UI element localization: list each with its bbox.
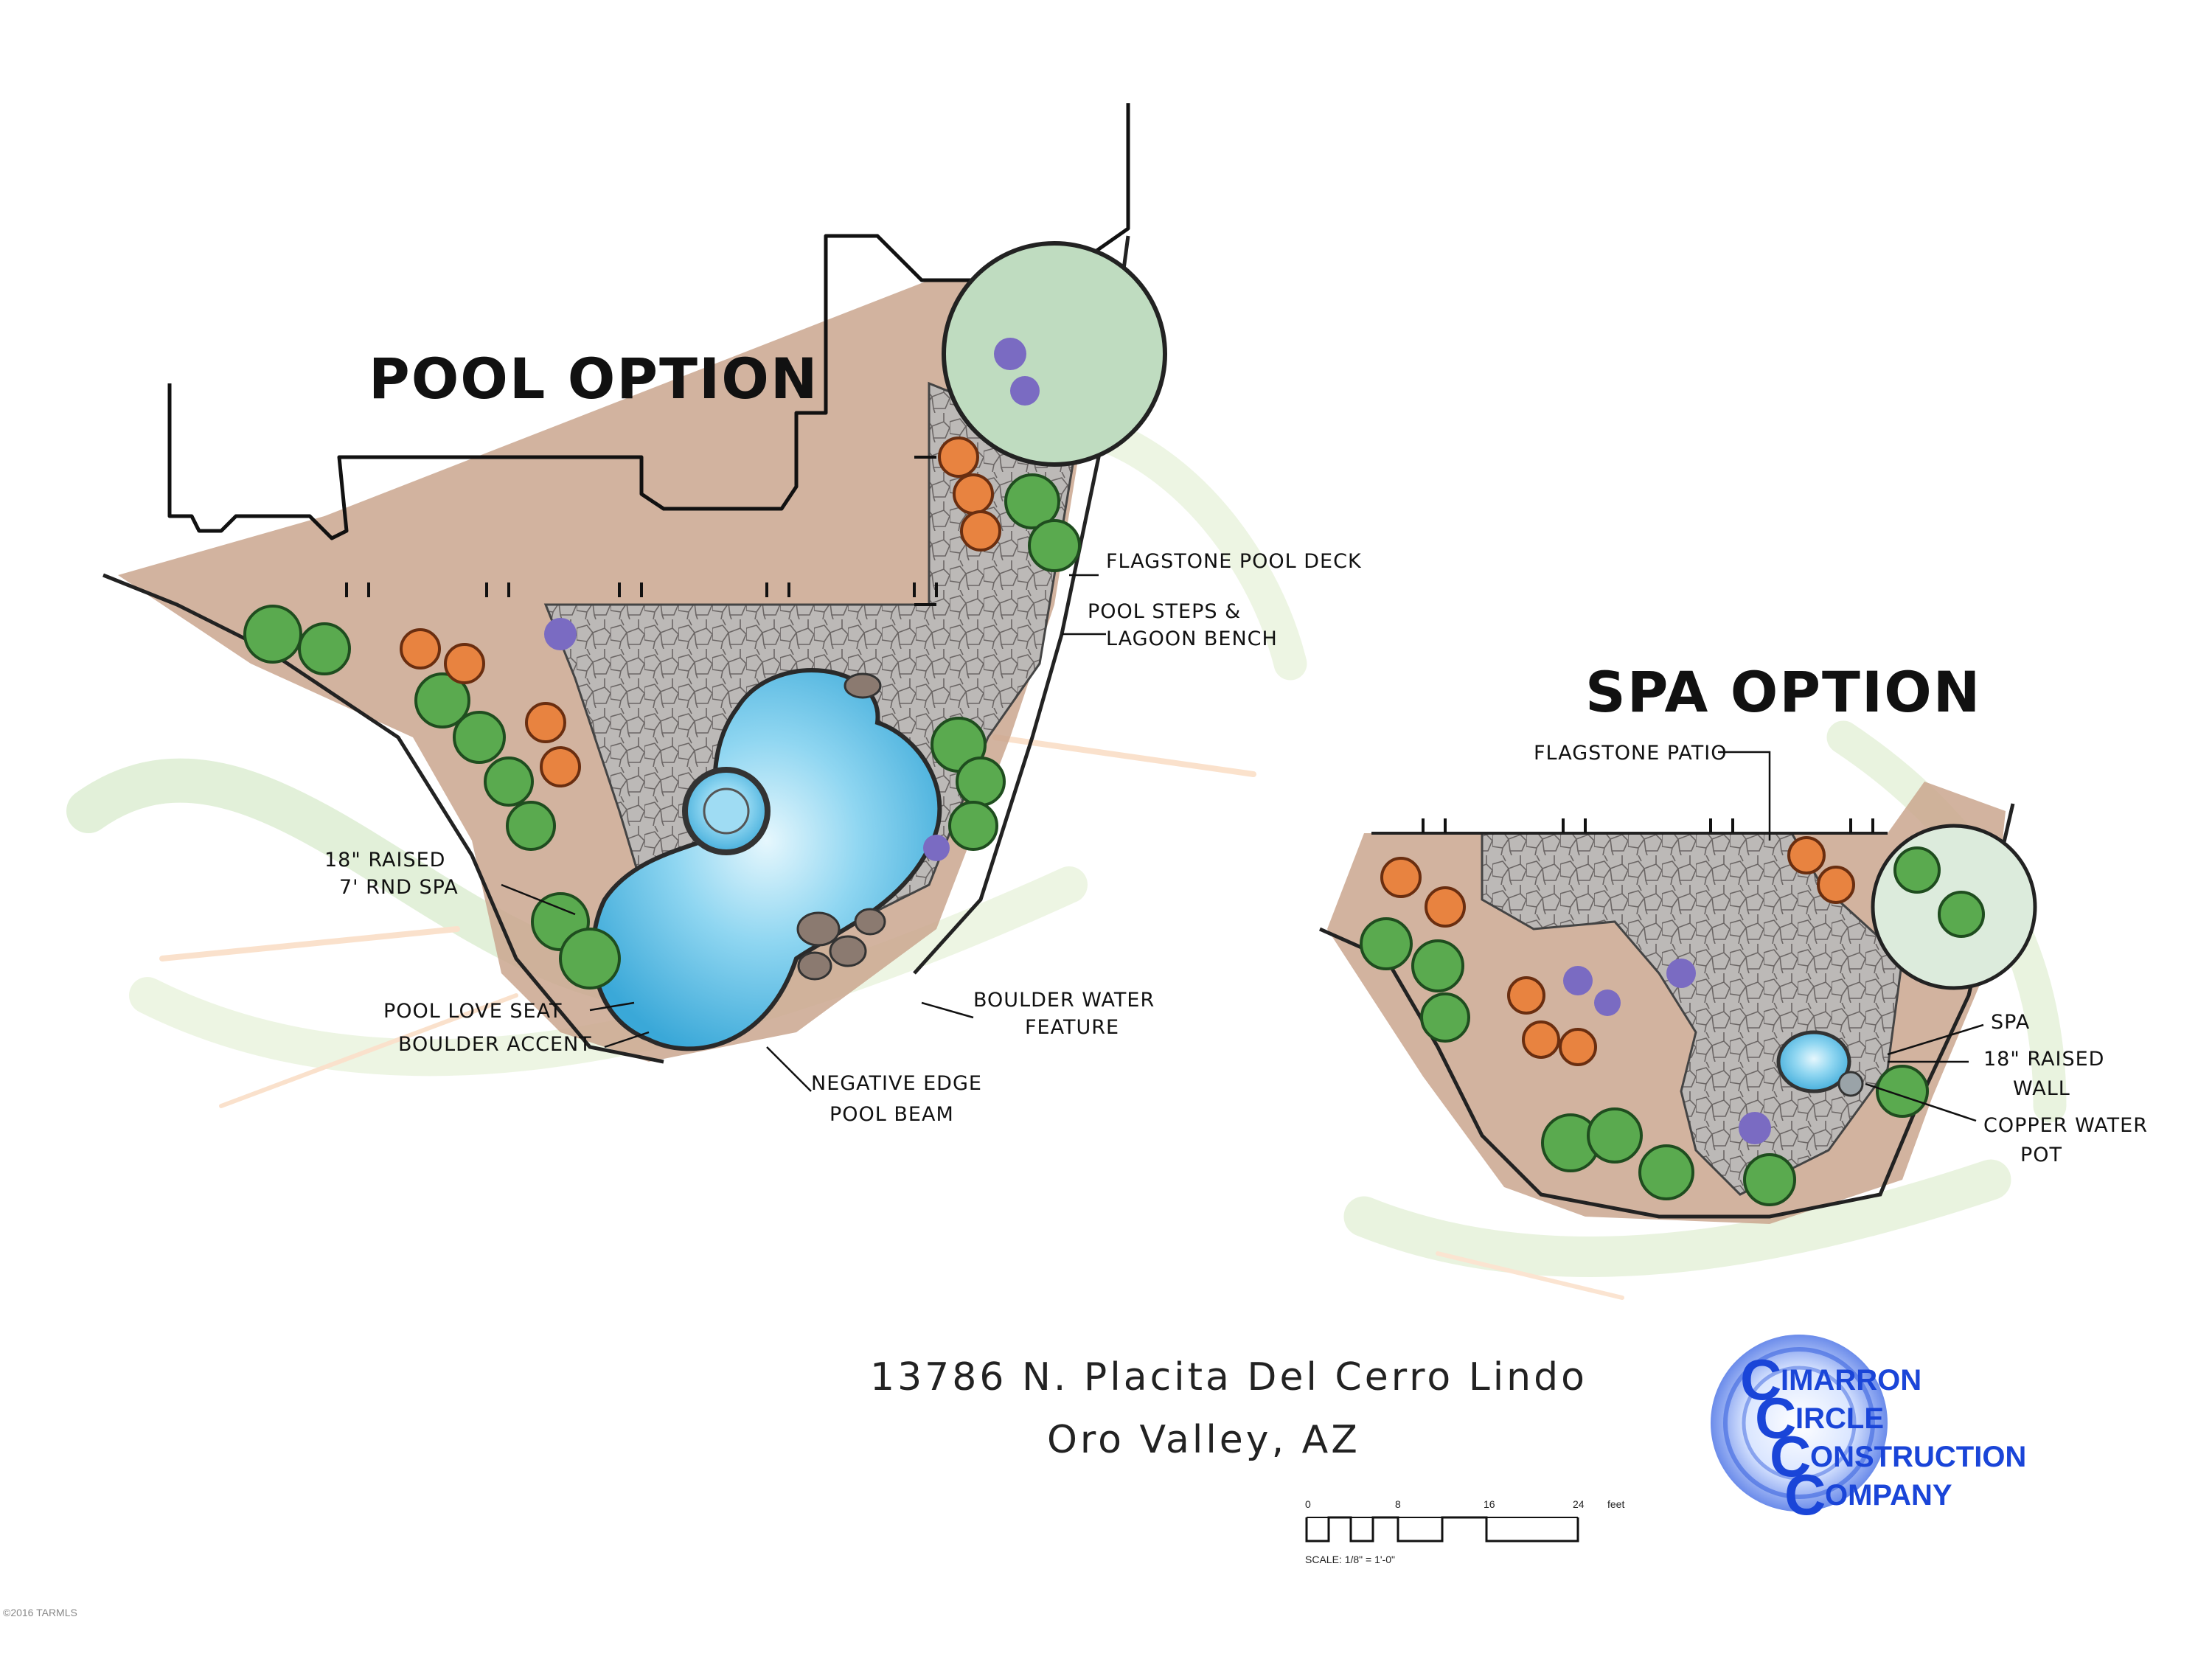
label-raised-spa-1: 18" RAISED	[324, 849, 445, 872]
logo-letter-c2: C	[1755, 1385, 1796, 1450]
scale-caption: SCALE: 1/8" = 1'-0"	[1305, 1554, 1395, 1565]
spa-orange-shrubs	[1380, 836, 1855, 1066]
boulder-water-feature	[796, 672, 886, 981]
logo-word-cimarron: IMARRON	[1781, 1364, 1921, 1397]
logo-word-construction: ONSTRUCTION	[1810, 1441, 2026, 1473]
label-pool-love-seat: POOL LOVE SEAT	[383, 1000, 562, 1023]
house-outline	[167, 103, 1130, 540]
spa-purple-accent-plants	[1563, 959, 1771, 1144]
pool-callouts	[501, 574, 1106, 1092]
label-boulder-water: BOULDER WATER	[973, 989, 1155, 1012]
property-line	[102, 573, 664, 1064]
spa-option-plan: SPA OPTION FLAGSTONE PATIO SPA 18" RAISE…	[1318, 659, 2148, 1300]
scale-tick-8: 8	[1395, 1498, 1401, 1510]
tree-canopy	[942, 241, 1167, 467]
copyright-watermark: ©2016 TARMLS	[3, 1607, 77, 1618]
scale-tick-0: 0	[1305, 1498, 1311, 1510]
orange-shrubs	[400, 437, 1001, 787]
scale-bar: 0 8 16 24 feet SCALE: 1/8" = 1'-0"	[1305, 1498, 1624, 1565]
company-logo: C IMARRON C IRCLE C ONSTRUCTION C OMPANY	[1711, 1335, 2026, 1527]
spa-green-shrubs	[1360, 846, 1985, 1206]
label-negative-edge: NEGATIVE EDGE	[811, 1072, 982, 1095]
spa-posts	[1422, 818, 1874, 833]
label-raised-spa-2: 7' RND SPA	[339, 876, 459, 899]
label-flagstone-patio: FLAGSTONE PATIO	[1534, 742, 1727, 765]
address-line-2: Oro Valley, AZ	[1047, 1418, 1360, 1462]
logo-letter-c1: C	[1740, 1347, 1781, 1412]
logo-word-circle: IRCLE	[1795, 1402, 1884, 1435]
spa-callouts	[1718, 751, 1984, 1122]
label-pot: POT	[2020, 1144, 2062, 1166]
pool-option-plan: POOL OPTION FLAGSTONE POOL DECK POOL STE…	[66, 103, 1362, 1126]
label-lagoon-bench: LAGOON BENCH	[1106, 627, 1278, 650]
deck-posts	[345, 456, 938, 606]
purple-accent-plants	[544, 338, 1040, 861]
green-shrubs	[243, 473, 1081, 990]
logo-letter-c3: C	[1770, 1424, 1811, 1489]
logo-word-company: OMPANY	[1825, 1479, 1952, 1512]
label-boulder-accent: BOULDER ACCENT	[398, 1033, 592, 1056]
pool-option-title: POOL OPTION	[369, 346, 818, 411]
spa-water	[1776, 1030, 1851, 1093]
label-flagstone-pool-deck: FLAGSTONE POOL DECK	[1106, 550, 1362, 573]
scale-unit: feet	[1607, 1498, 1624, 1510]
spa-option-title: SPA OPTION	[1585, 659, 1981, 725]
label-feature: FEATURE	[1025, 1016, 1119, 1039]
label-raised-wall-2: WALL	[2013, 1077, 2070, 1100]
scale-tick-24: 24	[1573, 1498, 1585, 1510]
copper-water-pot	[1837, 1071, 1864, 1097]
flagstone-patio	[1481, 832, 1904, 1196]
scale-tick-16: 16	[1484, 1498, 1495, 1510]
label-raised-wall-1: 18" RAISED	[1983, 1048, 2104, 1071]
label-pool-beam: POOL BEAM	[830, 1103, 954, 1126]
address-line-1: 13786 N. Placita Del Cerro Lindo	[870, 1355, 1587, 1399]
pool-water	[591, 668, 942, 1051]
logo-letter-c4: C	[1784, 1462, 1826, 1527]
label-pool-steps: POOL STEPS &	[1088, 600, 1241, 623]
label-copper-water-pot: COPPER WATER	[1983, 1114, 2148, 1137]
label-spa: SPA	[1991, 1011, 2030, 1034]
